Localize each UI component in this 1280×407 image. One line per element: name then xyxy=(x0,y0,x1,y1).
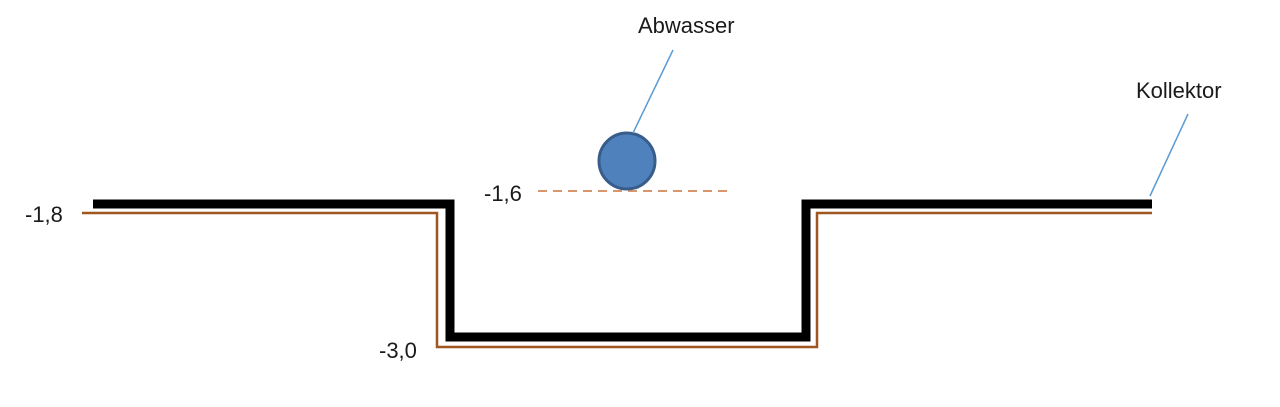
wastewater-leader-line xyxy=(632,49,674,134)
ground-level-label: -1,8 xyxy=(25,202,63,227)
brown-offset-line xyxy=(82,211,1152,349)
collector-leader-line xyxy=(1149,113,1189,197)
wastewater-label: Abwasser xyxy=(638,13,735,38)
collector-line xyxy=(93,199,1152,342)
wastewater-pipe-icon xyxy=(597,131,657,191)
collector-label: Kollektor xyxy=(1136,78,1222,103)
trench-bottom-level-label: -3,0 xyxy=(379,338,417,363)
pipe-level-label: -1,6 xyxy=(484,181,522,206)
